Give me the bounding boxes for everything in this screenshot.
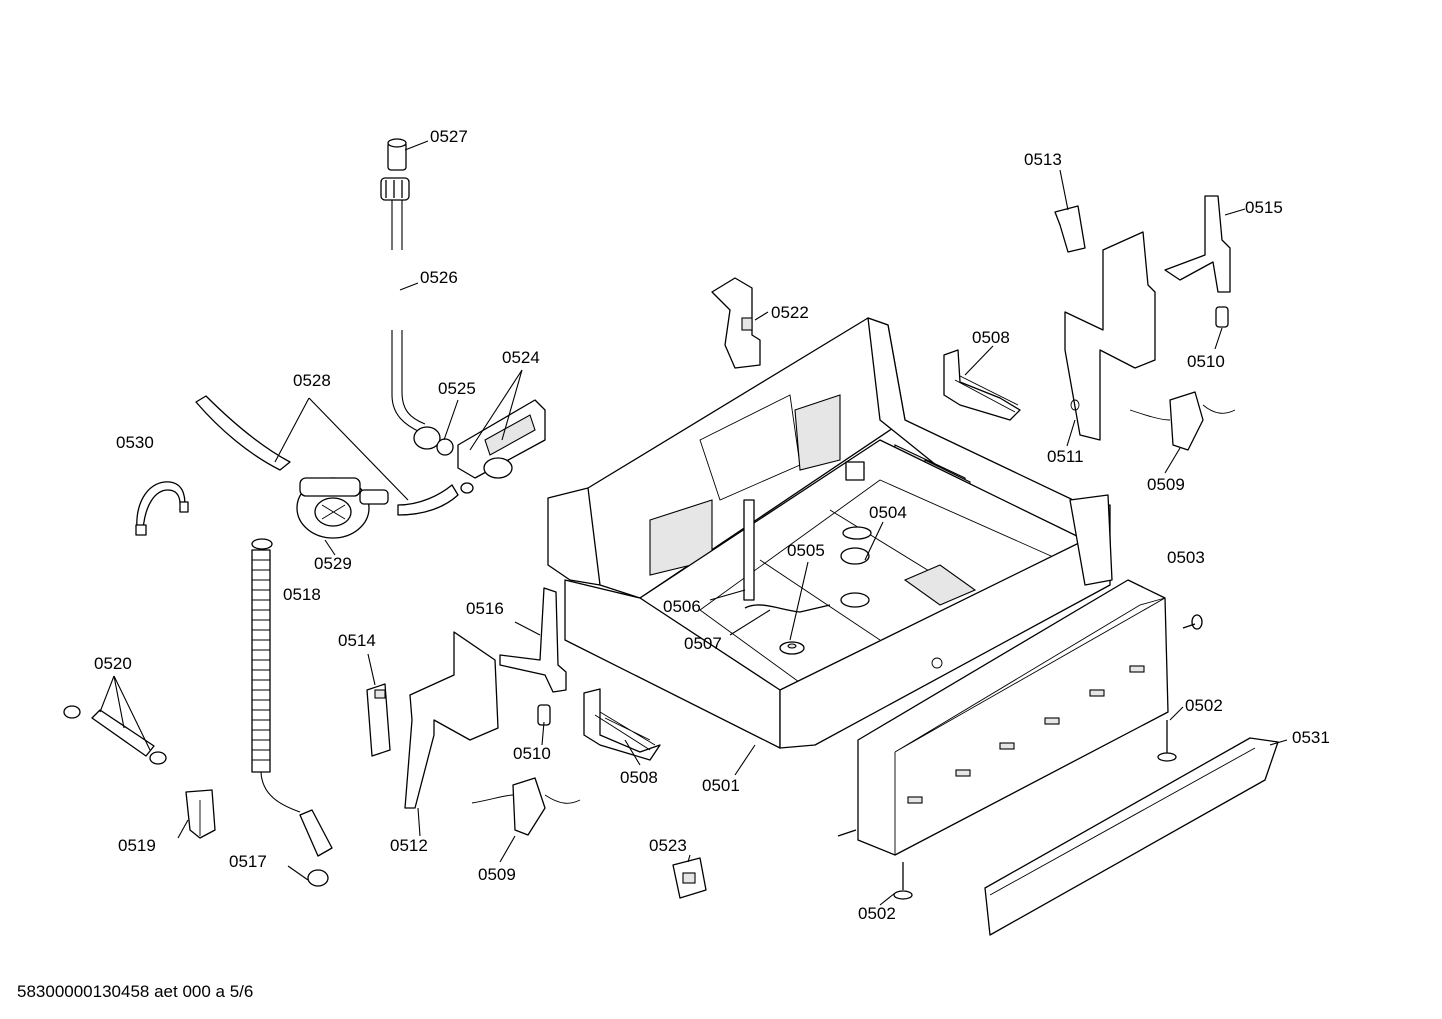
inlet-hose bbox=[380, 177, 454, 456]
cap-part bbox=[387, 138, 407, 171]
connector-0522-part bbox=[711, 277, 761, 369]
label-0519: 0519 bbox=[118, 836, 156, 855]
label-0523: 0523 bbox=[649, 836, 687, 855]
label-0514: 0514 bbox=[338, 631, 376, 650]
label-0508b: 0508 bbox=[972, 328, 1010, 347]
kick-panel-part bbox=[857, 579, 1169, 856]
label-0531: 0531 bbox=[1292, 728, 1330, 747]
label-0509b: 0509 bbox=[1147, 475, 1185, 494]
label-0517: 0517 bbox=[229, 852, 267, 871]
bracket-0513-part bbox=[1054, 205, 1086, 253]
valve-part bbox=[457, 399, 546, 494]
clip-0510b-part bbox=[1215, 306, 1229, 328]
pump-part bbox=[296, 477, 389, 539]
label-0515: 0515 bbox=[1245, 198, 1283, 217]
label-0502b: 0502 bbox=[858, 904, 896, 923]
sensor-0509b-part bbox=[1129, 391, 1236, 451]
label-0526: 0526 bbox=[420, 268, 458, 287]
label-0525: 0525 bbox=[438, 379, 476, 398]
label-0504: 0504 bbox=[869, 503, 907, 522]
label-0511: 0511 bbox=[1047, 447, 1084, 466]
drain-hose-part bbox=[251, 538, 333, 887]
sensor-0509-part bbox=[471, 777, 581, 836]
hoses-part bbox=[195, 395, 459, 516]
label-0506: 0506 bbox=[663, 597, 701, 616]
label-0513: 0513 bbox=[1024, 150, 1062, 169]
bracket-0519-part bbox=[185, 789, 216, 839]
leader-lines bbox=[99, 140, 1288, 906]
block-0523-part bbox=[672, 857, 707, 899]
spring-0508-part bbox=[583, 688, 661, 761]
label-0502: 0502 bbox=[1185, 696, 1223, 715]
panel-0531-part bbox=[984, 737, 1279, 936]
label-0509: 0509 bbox=[478, 865, 516, 884]
spring-0508b-part bbox=[943, 349, 1021, 421]
screw-0503-part bbox=[1182, 614, 1203, 630]
label-0516: 0516 bbox=[466, 599, 504, 618]
bracket-0515-part bbox=[1164, 195, 1231, 293]
label-0530: 0530 bbox=[116, 433, 154, 452]
bracket-0511-part bbox=[1064, 231, 1156, 441]
label-0528: 0528 bbox=[293, 371, 331, 390]
label-0505: 0505 bbox=[787, 541, 825, 560]
label-0529: 0529 bbox=[314, 554, 352, 573]
footer-document-code: 58300000130458 aet 000 a 5/6 bbox=[17, 982, 254, 1001]
label-0524: 0524 bbox=[502, 348, 540, 367]
label-0527: 0527 bbox=[430, 127, 468, 146]
bracket-0516-part bbox=[499, 587, 567, 693]
label-0510: 0510 bbox=[513, 744, 551, 763]
label-0503: 0503 bbox=[1167, 548, 1205, 567]
label-0508: 0508 bbox=[620, 768, 658, 787]
label-0507: 0507 bbox=[684, 634, 722, 653]
clamp-part bbox=[135, 481, 189, 536]
hose-with-clips-part bbox=[63, 705, 167, 765]
foot-0502-part bbox=[837, 720, 1177, 900]
bracket-0512-part bbox=[404, 631, 499, 809]
base-tub-drawing bbox=[547, 317, 1113, 749]
cover-0514-part bbox=[366, 683, 391, 757]
label-0520: 0520 bbox=[94, 654, 132, 673]
label-0522: 0522 bbox=[771, 303, 809, 322]
label-0510b: 0510 bbox=[1187, 352, 1225, 371]
label-0501: 0501 bbox=[702, 776, 740, 795]
label-0518: 0518 bbox=[283, 585, 321, 604]
label-0512: 0512 bbox=[390, 836, 428, 855]
